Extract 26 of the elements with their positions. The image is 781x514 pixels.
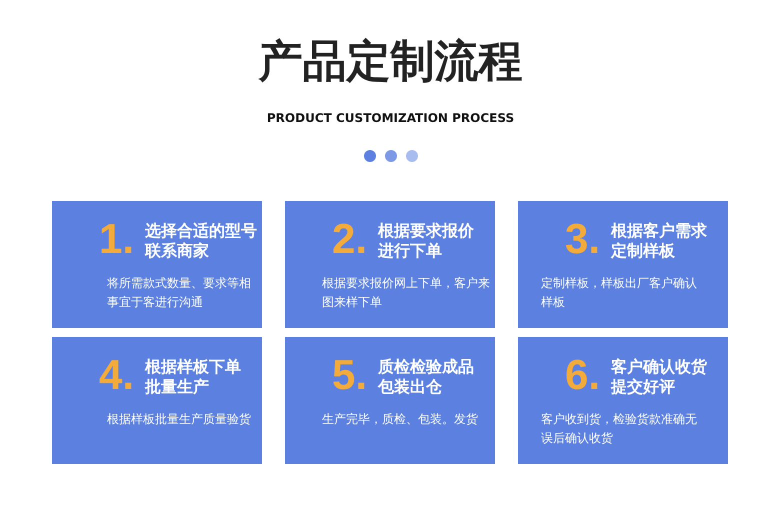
step-card bbox=[285, 337, 495, 464]
step-description: 生产完毕，质检、包装。发货 bbox=[322, 411, 479, 428]
step-number: 5. bbox=[332, 351, 368, 399]
step-card bbox=[518, 201, 728, 328]
subtitle: PRODUCT CUSTOMIZATION PROCESS bbox=[266, 111, 516, 125]
step-description: 根据样板批量生产质量验货 bbox=[107, 411, 252, 428]
step-card bbox=[518, 337, 728, 464]
step-number: 6. bbox=[565, 351, 600, 399]
step-number: 1. bbox=[99, 215, 134, 263]
step-description: 将所需款式数量、要求等相事宜于客进行沟通 bbox=[107, 275, 252, 311]
step-heading: 质检检验成品包装出仓 bbox=[378, 357, 475, 397]
step-description: 定制样板，样板出厂客户确认样板 bbox=[541, 275, 698, 311]
step-number: 3. bbox=[565, 215, 600, 263]
step-description: 根据要求报价网上下单，客户来图来样下单 bbox=[322, 275, 491, 311]
step-card bbox=[52, 337, 262, 464]
step-heading: 客户确认收货提交好评 bbox=[611, 357, 708, 397]
step-heading: 根据样板下单批量生产 bbox=[145, 357, 242, 397]
step-description: 客户收到货，检验货款准确无误后确认收货 bbox=[541, 411, 698, 447]
step-card bbox=[285, 201, 495, 328]
step-number: 2. bbox=[332, 215, 368, 263]
step-card bbox=[52, 201, 262, 328]
step-heading: 根据客户需求定制样板 bbox=[611, 221, 708, 261]
step-heading: 根据要求报价进行下单 bbox=[378, 221, 475, 261]
step-heading: 选择合适的型号联系商家 bbox=[145, 221, 258, 261]
title: 产品定制流程 bbox=[258, 35, 524, 89]
step-number: 4. bbox=[99, 351, 134, 399]
